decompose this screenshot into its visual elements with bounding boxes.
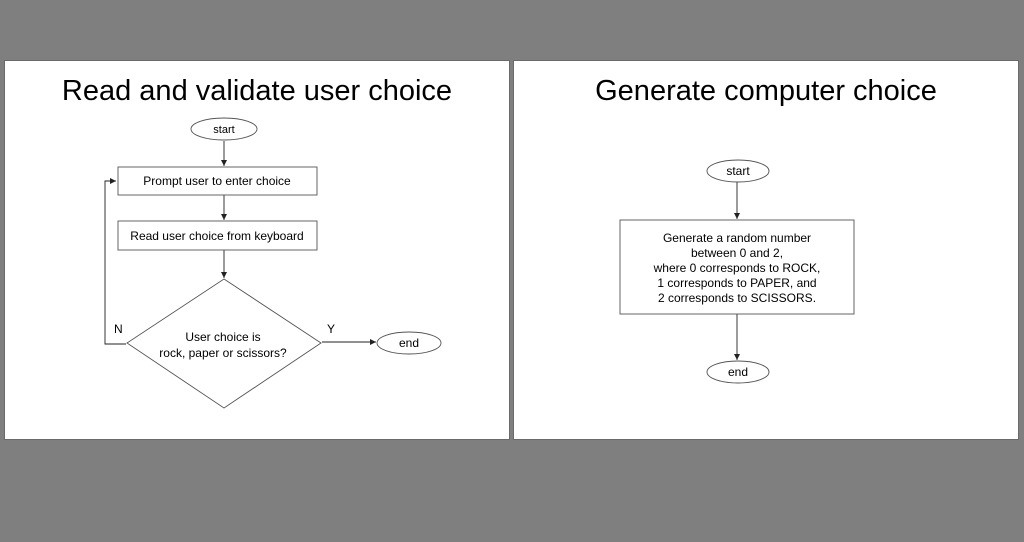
end-label: end (728, 365, 748, 379)
end-terminal (376, 331, 442, 355)
generate-label-line1: Generate a random number (663, 231, 811, 245)
end-label: end (399, 336, 419, 350)
start-label: start (726, 164, 750, 178)
generate-label-line3: where 0 corresponds to ROCK, (653, 261, 821, 275)
slide-generate-computer: Generate computer choice start Generate … (514, 61, 1018, 439)
decision-label-line1: User choice is (185, 330, 260, 344)
read-process-box (117, 220, 318, 251)
start-label: start (213, 124, 234, 136)
generate-label-line5: 2 corresponds to SCISSORS. (658, 291, 816, 305)
read-label: Read user choice from keyboard (130, 229, 303, 243)
slide-title: Read and validate user choice (61, 75, 453, 107)
prompt-label: Prompt user to enter choice (143, 174, 291, 188)
generate-label-line4: 1 corresponds to PAPER, and (657, 276, 816, 290)
slide-read-validate: Read and validate user choice start Prom… (5, 61, 509, 439)
flowchart-read-validate: start Prompt user to enter choice Read u… (104, 117, 442, 409)
prompt-process-box (117, 166, 318, 196)
start-terminal (706, 159, 770, 183)
decision-diamond (126, 278, 322, 409)
generate-label-line2: between 0 and 2, (691, 246, 783, 260)
generate-process-box (619, 219, 855, 315)
yes-branch-label: Y (327, 322, 335, 336)
start-terminal (190, 117, 258, 141)
end-terminal (706, 360, 770, 384)
no-branch-label: N (114, 322, 123, 336)
decision-label-line2: rock, paper or scissors? (159, 346, 287, 360)
slide-title: Generate computer choice (595, 75, 937, 107)
flowchart-generate-computer: start Generate a random number between 0… (619, 159, 855, 384)
connector-decision-no-loop (104, 178, 126, 345)
